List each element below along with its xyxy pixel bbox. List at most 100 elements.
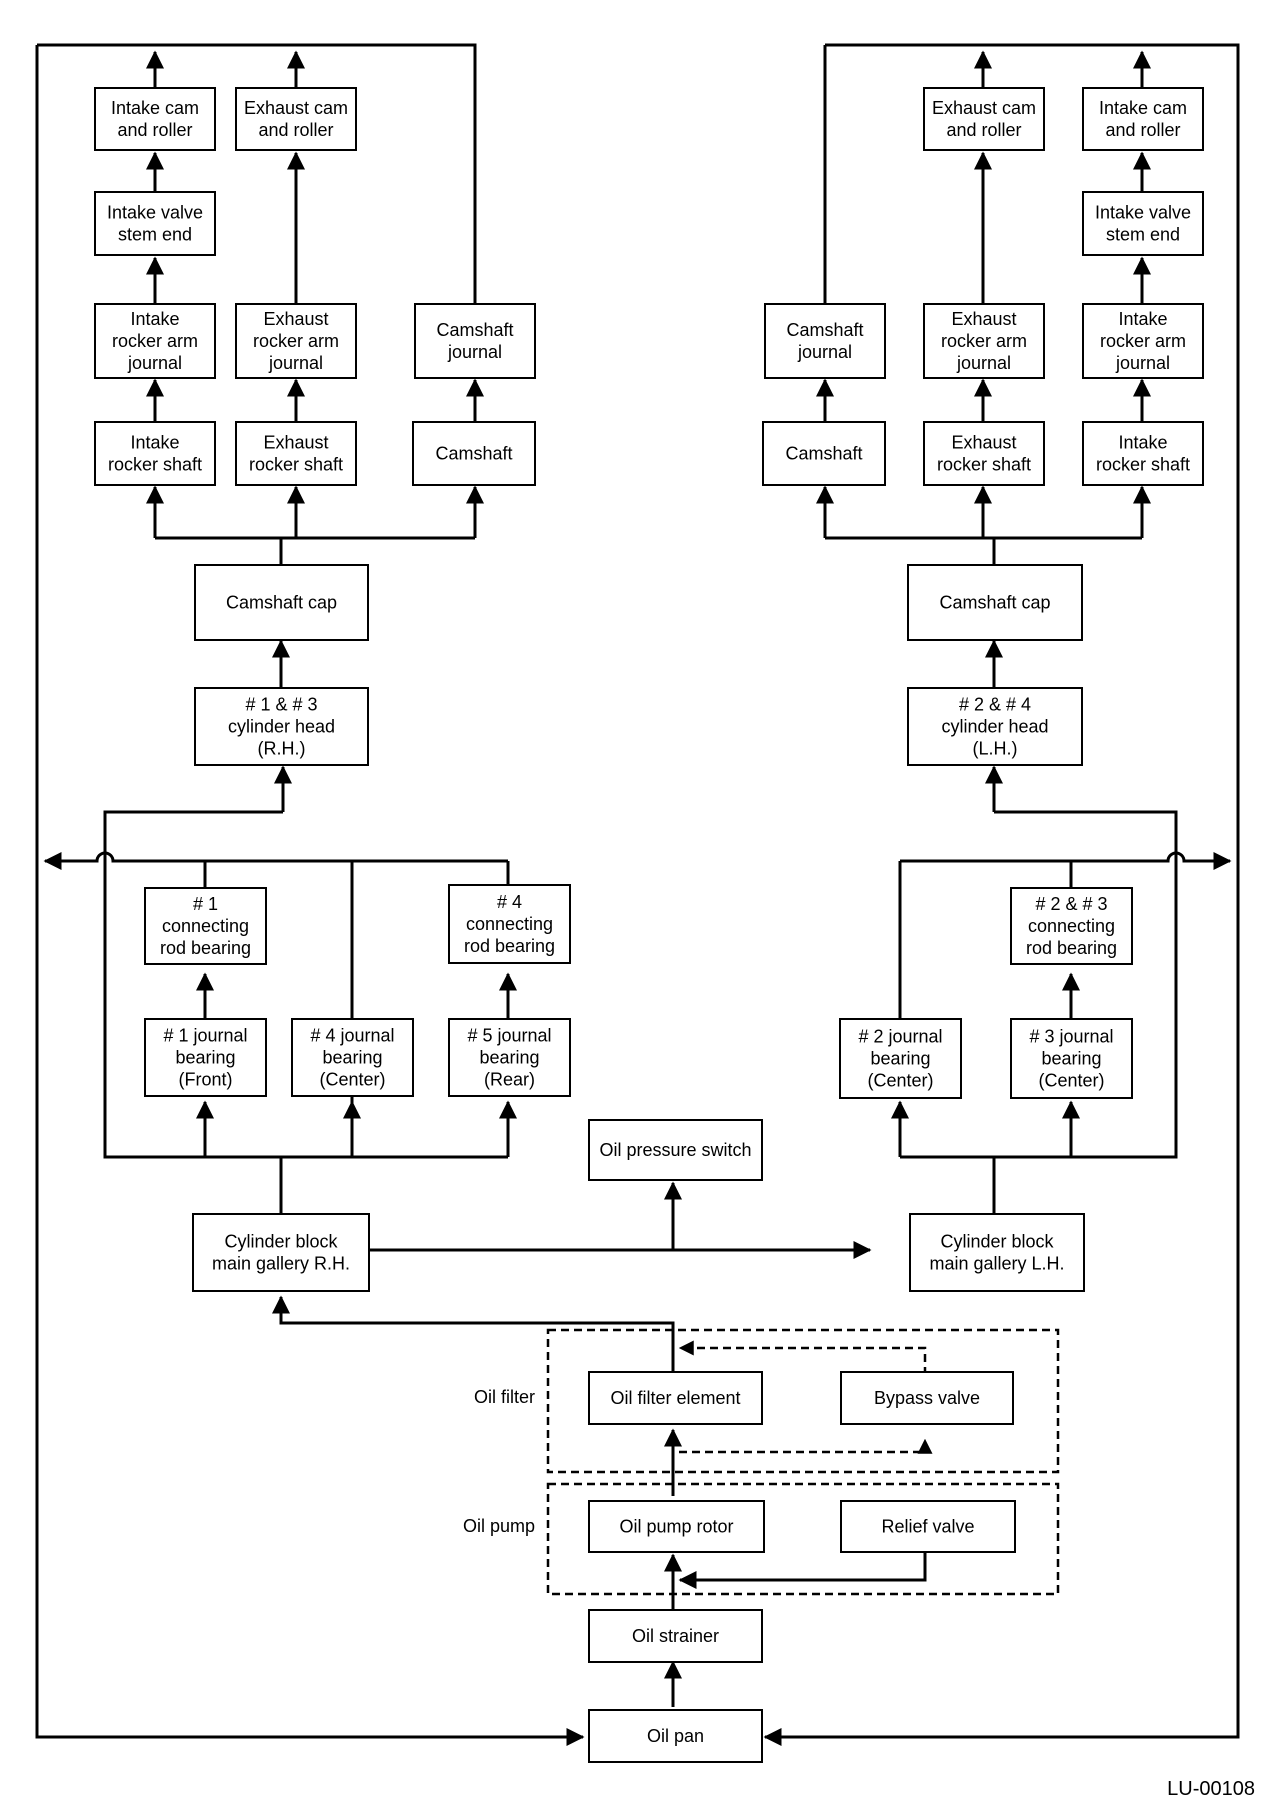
box-label-line: rocker shaft [108,455,202,475]
box-r-camshaft: Camshaft [412,421,536,486]
box-oil-pressure-switch: Oil pressure switch [588,1119,763,1181]
box-label-line: # 2 & # 3 [1035,894,1107,914]
box-label-line: Camshaft [786,320,863,340]
box-frame [923,303,1045,379]
box-label-line: Intake valve [107,203,203,223]
box-frame [448,1018,571,1097]
box-label-line: rocker shaft [1096,455,1190,475]
box-frame [923,421,1045,486]
box-frame [192,1213,370,1292]
box-frame [923,87,1045,151]
group-label-oil-filter: Oil filter [474,1387,535,1407]
box-label-line: rocker arm [1100,331,1186,351]
box-label-line: Exhaust cam [932,98,1036,118]
box-label-line: Camshaft [435,444,512,464]
box-label-line: (Rear) [484,1070,535,1090]
box-frame [1082,421,1204,486]
box-frame [448,884,571,964]
box-label-line: Oil pump rotor [619,1517,733,1537]
box-label-line: Exhaust cam [244,98,348,118]
box-label-line: connecting [466,914,553,934]
box-label-line: rocker shaft [937,455,1031,475]
box-frame [588,1500,765,1553]
box-label-line: Oil pressure switch [599,1140,751,1160]
box-label-line: rod bearing [160,938,251,958]
box-label-line: main gallery R.H. [212,1254,350,1274]
box-label-line: # 2 & # 4 [959,695,1031,715]
box-label-line: journal [127,353,182,373]
box-label-line: connecting [1028,916,1115,936]
box-label-line: journal [956,353,1011,373]
box-label-line: Exhaust [263,433,328,453]
box-label-line: Intake [130,433,179,453]
box-label-line: (Center) [319,1070,385,1090]
box-frame [839,1018,962,1099]
box-label-line: rod bearing [464,936,555,956]
box-frame [909,1213,1085,1292]
box-label-line: (Center) [867,1071,933,1091]
box-label-line: Relief valve [881,1517,974,1537]
box-label-line: # 4 [497,892,522,912]
box-frame [94,421,216,486]
box-frame [235,87,357,151]
box-frame [1010,1018,1133,1099]
box-label-line: and roller [946,120,1021,140]
box-frame [907,687,1083,766]
box-label-line: # 2 journal [858,1027,942,1047]
group-label-oil-pump: Oil pump [463,1516,535,1536]
box-label-line: Exhaust [951,309,1016,329]
box-label-line: (Front) [179,1070,233,1090]
box-label-line: bearing [322,1048,382,1068]
box-oil-pan: Oil pan [588,1709,763,1763]
box-label-line: stem end [118,225,192,245]
box-label-line: cylinder head [941,717,1048,737]
box-label-line: Intake [1118,433,1167,453]
box-frame [1082,87,1204,151]
box-label-line: connecting [162,916,249,936]
box-relief-valve: Relief valve [840,1500,1016,1553]
box-label-line: Oil strainer [632,1626,719,1646]
oil-filter-group-boundary [546,1328,1060,1474]
box-label-line: Camshaft [785,444,862,464]
box-frame [907,564,1083,641]
box-label-line: Camshaft cap [226,593,337,613]
box-frame [412,421,536,486]
box-frame [144,1018,267,1097]
box-label-line: journal [268,353,323,373]
box-label-line: and roller [117,120,192,140]
box-label-line: # 4 journal [310,1026,394,1046]
box-label-line: Intake [130,309,179,329]
box-label-line: Camshaft [436,320,513,340]
flow-lines [35,43,1240,1746]
box-label-line: (L.H.) [973,739,1018,759]
box-label-line: rod bearing [1026,938,1117,958]
box-label-line: journal [1115,353,1170,373]
box-frame [144,887,267,965]
box-label-line: Oil filter element [610,1388,740,1408]
box-label-line: (Center) [1038,1071,1104,1091]
box-label-line: journal [797,342,852,362]
box-label-line: rocker arm [941,331,1027,351]
box-frame [588,1609,763,1663]
box-frame [588,1371,763,1425]
box-frame [1010,887,1133,965]
box-frame [762,421,886,486]
box-l-camshaft-cap: Camshaft cap [907,564,1083,641]
box-label-line: # 1 journal [163,1026,247,1046]
box-oil-filter-element: Oil filter element [588,1371,763,1425]
